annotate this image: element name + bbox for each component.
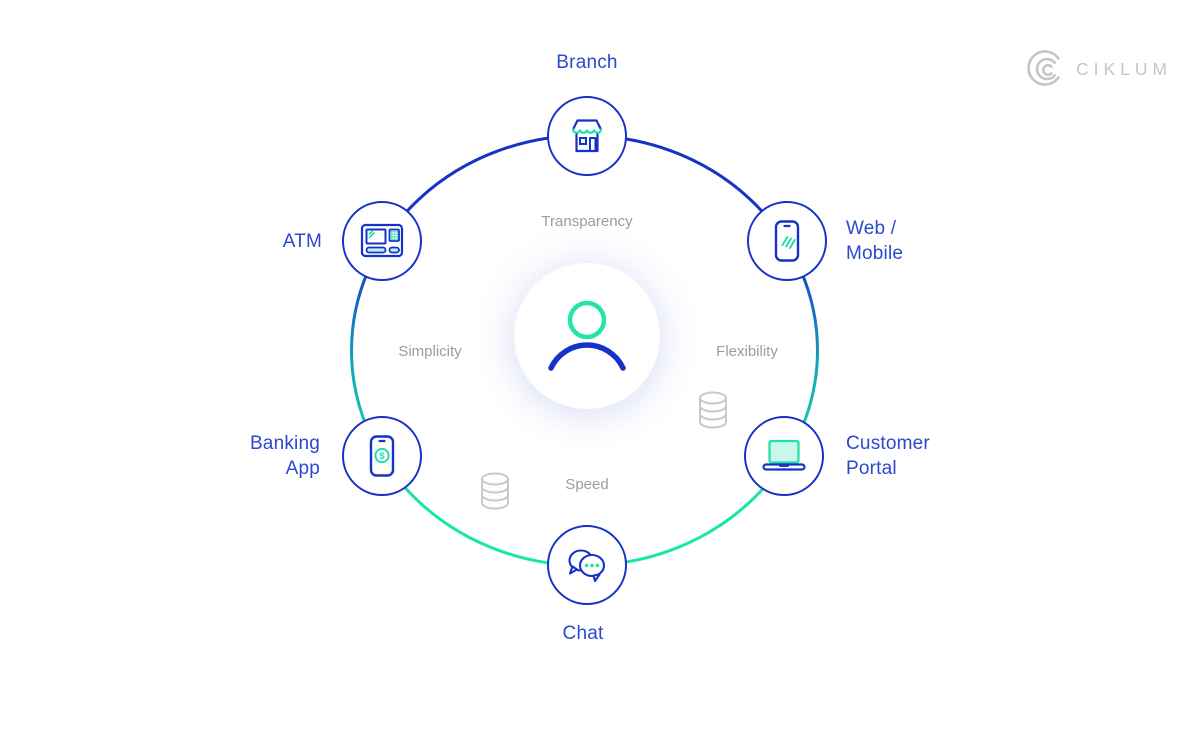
database-icon xyxy=(699,391,727,429)
smartphone-icon xyxy=(774,220,800,262)
label-banking-app: Banking App xyxy=(180,431,320,481)
svg-text:$: $ xyxy=(379,451,385,462)
ciklum-logo-icon xyxy=(1027,50,1060,86)
atm-machine-icon xyxy=(360,223,404,258)
value-flexibility: Flexibility xyxy=(716,343,778,360)
label-web-mobile-line1: Web / xyxy=(846,218,897,239)
node-branch xyxy=(547,96,627,176)
node-customer-portal xyxy=(744,416,824,496)
storefront-icon xyxy=(571,119,603,153)
brand-logo: CIKLUM xyxy=(1024,46,1172,90)
value-speed: Speed xyxy=(565,476,609,493)
label-chat: Chat xyxy=(562,623,604,644)
banking-app-icon: $ xyxy=(369,435,395,477)
label-customer-portal-line1: Customer xyxy=(846,433,930,454)
node-banking-app: $ xyxy=(342,416,422,496)
database-icon xyxy=(481,472,509,510)
user-icon xyxy=(548,300,626,371)
label-customer-portal: Customer Portal xyxy=(846,431,930,481)
value-simplicity: Simplicity xyxy=(398,343,462,360)
label-web-mobile-line2: Mobile xyxy=(846,243,904,264)
label-atm: ATM xyxy=(282,231,322,252)
laptop-icon xyxy=(762,439,806,471)
brand-logo-text: CIKLUM xyxy=(1076,59,1173,79)
label-web-mobile: Web / Mobile xyxy=(846,216,903,266)
label-banking-app-line1: Banking xyxy=(249,433,320,454)
node-chat xyxy=(547,525,627,605)
node-atm xyxy=(342,201,422,281)
label-banking-app-line2: App xyxy=(285,458,320,479)
value-transparency: Transparency xyxy=(541,213,633,230)
node-web-mobile xyxy=(747,201,827,281)
chat-bubbles-icon xyxy=(568,549,606,583)
label-customer-portal-line2: Portal xyxy=(846,458,897,479)
label-branch: Branch xyxy=(556,52,618,73)
customer-center xyxy=(514,263,660,409)
